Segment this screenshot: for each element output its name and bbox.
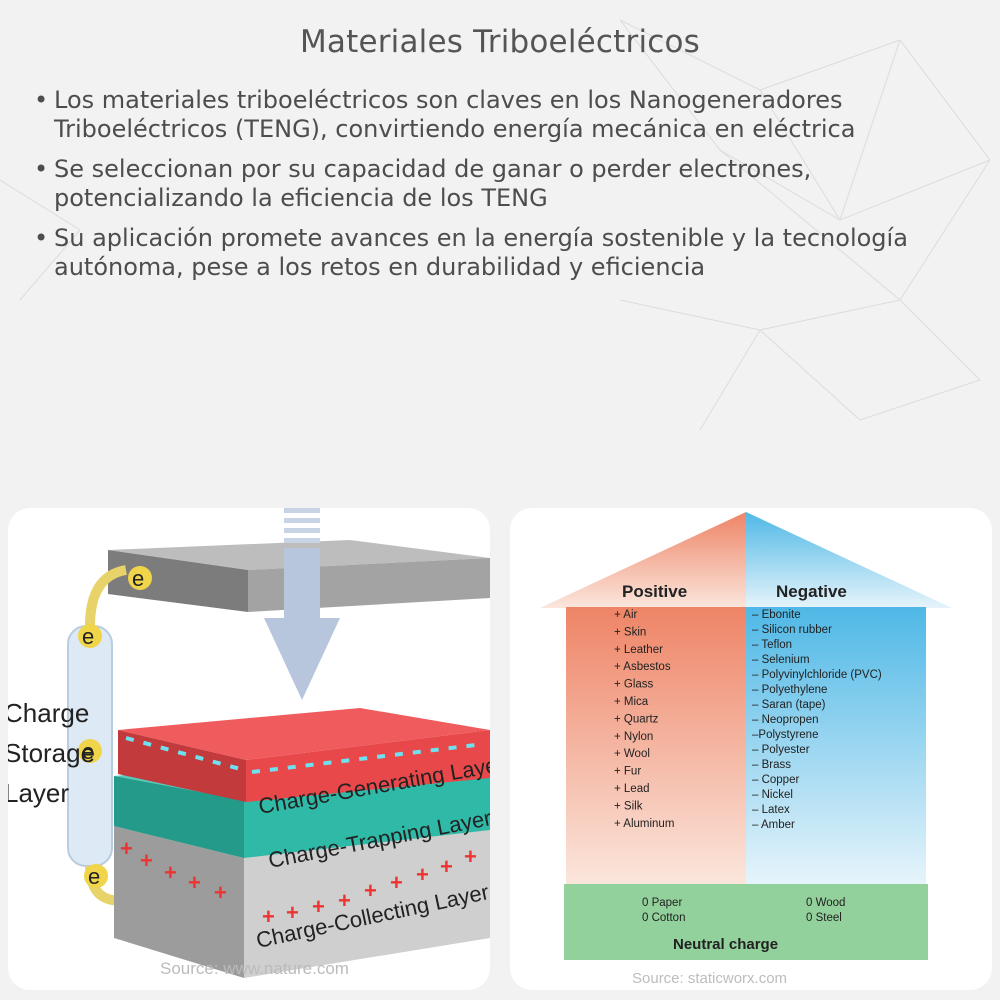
- svg-text:+: +: [364, 878, 377, 903]
- positive-heading: Positive: [622, 582, 687, 601]
- electron-label: e: [88, 864, 100, 889]
- triboelectric-series-card: Positive Negative + Air+ Skin+ Leather+ …: [510, 508, 992, 990]
- positive-arrow: [540, 512, 746, 884]
- material-item: –Polystyrene: [752, 729, 818, 741]
- material-item: + Nylon: [614, 731, 653, 743]
- svg-text:+: +: [338, 888, 351, 913]
- pressing-arrow: [264, 508, 340, 700]
- bullet-item: •Los materiales triboeléctricos son clav…: [34, 86, 856, 143]
- material-item: + Wool: [614, 748, 650, 760]
- source-caption: Source: www.nature.com: [160, 959, 349, 978]
- svg-text:+: +: [440, 854, 453, 879]
- bullet-text: Los materiales triboeléctricos son clave…: [54, 86, 856, 143]
- material-item: – Amber: [752, 819, 795, 831]
- svg-text:Charge: Charge: [8, 698, 89, 728]
- bullet-text: Su aplicación promete avances en la ener…: [54, 224, 908, 281]
- electron-label: e: [82, 739, 94, 764]
- svg-text:Layer: Layer: [8, 778, 69, 808]
- material-item: + Skin: [614, 626, 646, 638]
- material-item: – Teflon: [752, 639, 792, 651]
- material-item: – Polyester: [752, 744, 810, 756]
- material-item: – Polyvinylchloride (PVC): [752, 669, 882, 681]
- svg-text:+: +: [214, 880, 227, 905]
- material-item: + Leather: [614, 644, 663, 656]
- bullet-list: •Los materiales triboeléctricos son clav…: [30, 86, 980, 293]
- electron-label: e: [82, 624, 94, 649]
- material-item: – Brass: [752, 759, 791, 771]
- material-item: + Aluminum: [614, 818, 674, 830]
- negative-heading: Negative: [776, 582, 847, 601]
- negative-material-list: – Ebonite – Silicon rubber – Teflon – Selen…: [752, 609, 882, 831]
- neutral-band: [564, 884, 928, 960]
- material-item: – Nickel: [752, 789, 793, 801]
- neutral-item: 0 Cotton: [642, 912, 685, 924]
- svg-text:Storage: Storage: [8, 738, 95, 768]
- material-item: – Polyethylene: [752, 684, 827, 696]
- svg-text:+: +: [140, 848, 153, 873]
- material-item: – Ebonite: [752, 609, 801, 621]
- material-item: + Silk: [614, 800, 643, 812]
- positive-material-list: + Air + Skin + Leather + Asbestos + Glass + M…: [614, 609, 674, 830]
- teng-layer-diagram: e e e e e Charge Storage Layer Charge-Co…: [4, 508, 507, 978]
- material-item: + Mica: [614, 696, 649, 708]
- source-caption: Source: staticworx.com: [632, 970, 787, 987]
- svg-text:+: +: [286, 900, 299, 925]
- svg-text:+: +: [262, 904, 275, 929]
- neutral-item: 0 Wood: [806, 897, 845, 909]
- material-item: – Silicon rubber: [752, 624, 832, 636]
- bullet-item: •Su aplicación promete avances en la ene…: [34, 224, 908, 281]
- negative-arrow: [746, 512, 952, 884]
- material-item: – Latex: [752, 804, 790, 816]
- electron-label: e: [132, 566, 144, 591]
- neutral-item: 0 Steel: [806, 912, 842, 924]
- triboelectric-series: Positive Negative + Air+ Skin+ Leather+ …: [540, 512, 952, 987]
- bullet-item: •Se seleccionan por su capacidad de gana…: [34, 155, 812, 212]
- svg-text:+: +: [120, 836, 133, 861]
- material-item: – Selenium: [752, 654, 810, 666]
- material-item: + Quartz: [614, 713, 659, 725]
- material-item: – Neopropen: [752, 714, 819, 726]
- material-item: + Lead: [614, 783, 650, 795]
- svg-text:+: +: [312, 894, 325, 919]
- neutral-heading: Neutral charge: [673, 936, 778, 953]
- svg-text:+: +: [390, 870, 403, 895]
- svg-text:+: +: [164, 860, 177, 885]
- material-item: + Asbestos: [614, 661, 671, 673]
- bullet-text: Se seleccionan por su capacidad de ganar…: [54, 155, 812, 212]
- material-item: + Fur: [614, 766, 641, 778]
- teng-layer-diagram-card: e e e e e Charge Storage Layer Charge-Co…: [4, 508, 507, 990]
- svg-text:+: +: [188, 870, 201, 895]
- svg-text:+: +: [416, 862, 429, 887]
- material-item: – Copper: [752, 774, 799, 786]
- neutral-materials: 0 Paper 0 Cotton 0 Wood 0 Steel: [642, 897, 845, 924]
- material-item: + Glass: [614, 679, 654, 691]
- material-item: – Saran (tape): [752, 699, 826, 711]
- material-item: + Air: [614, 609, 638, 621]
- neutral-item: 0 Paper: [642, 897, 682, 909]
- page-title: Materiales Triboeléctricos: [299, 24, 701, 60]
- storage-layer-label: Charge Storage Layer: [4, 698, 95, 808]
- svg-text:+: +: [464, 844, 477, 869]
